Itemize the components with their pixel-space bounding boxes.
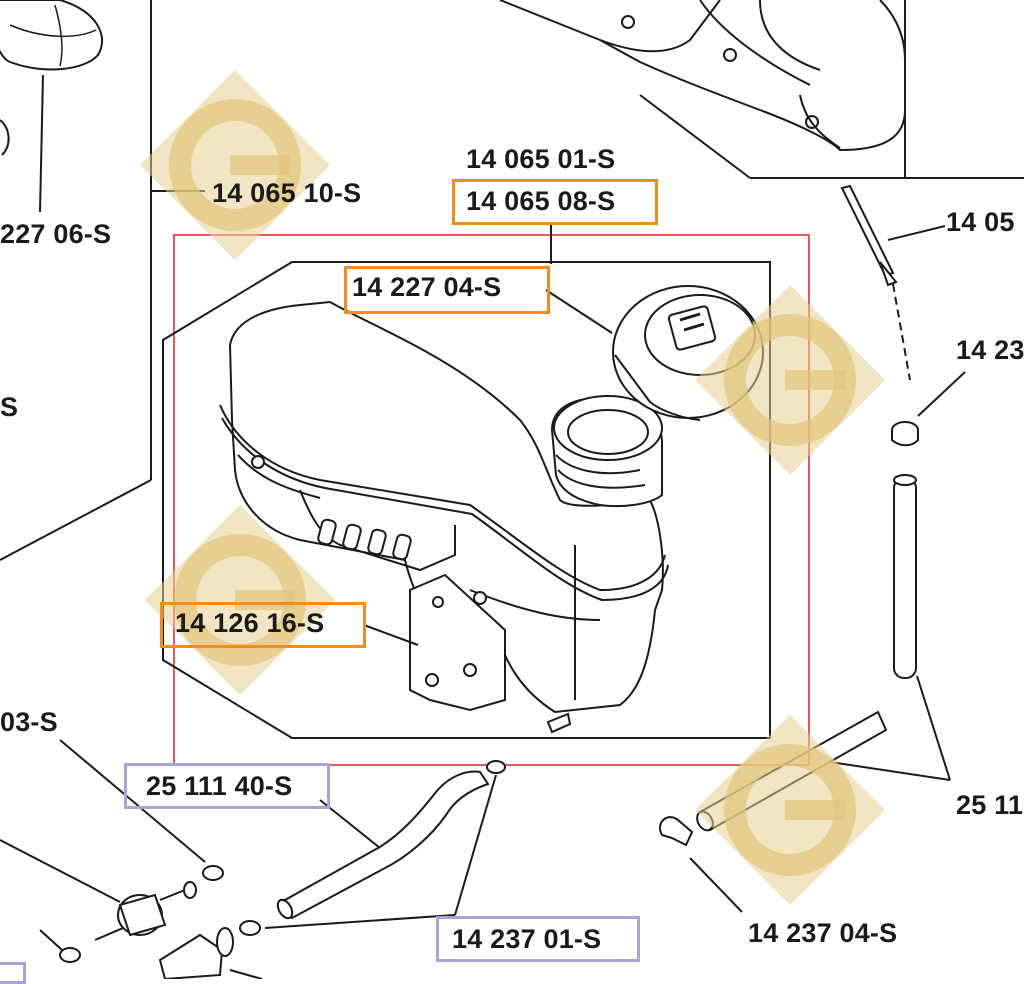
highlight-box-14227-04 <box>344 266 550 314</box>
assembly-frame <box>162 261 771 739</box>
watermark-logo <box>140 70 330 260</box>
part-label-14065-01[interactable]: 14 065 01-S <box>466 144 616 174</box>
highlight-box-14237-01 <box>436 916 640 962</box>
highlight-box-14065-08 <box>452 179 658 225</box>
fuel-pump <box>158 927 234 979</box>
engine-block-fragment <box>499 0 1024 179</box>
highlight-box-25111-40 <box>124 763 330 809</box>
part-label-14-23-cut[interactable]: 14 23 <box>956 335 1024 365</box>
part-label-14065-10[interactable]: 14 065 10-S <box>212 178 362 208</box>
part-label-14237-04[interactable]: 14 237 04-S <box>748 918 898 948</box>
part-label-14065-08[interactable]: 14 065 08-S <box>466 186 616 216</box>
part-label-14126-16[interactable]: 14 126 16-S <box>175 608 325 638</box>
part-label-s-cut[interactable]: S <box>0 392 19 422</box>
leader-lines <box>0 289 613 979</box>
fuel-hose-vertical <box>893 474 951 781</box>
small-clamps-left <box>59 865 261 963</box>
part-label-25-11-cut[interactable]: 25 11 <box>956 790 1024 820</box>
hose-clamp-right-upper <box>891 371 966 447</box>
part-label-14-05-cut[interactable]: 14 05 <box>946 207 1015 237</box>
part-label-25111-40[interactable]: 25 111 40-S <box>146 771 293 801</box>
part-label-14237-01[interactable]: 14 237 01-S <box>452 924 602 954</box>
highlight-box-partial-bottom-left <box>0 962 26 984</box>
part-label-14227-06[interactable]: 227 06-S <box>0 219 112 249</box>
fuel-filter <box>94 881 197 941</box>
fuel-cap-top-left-fragment <box>0 0 104 156</box>
highlight-box-14126-16 <box>160 602 366 648</box>
part-label-03-cut[interactable]: 03-S <box>0 707 58 737</box>
hose-clamp-right-lower <box>659 816 743 913</box>
hose-clamp-top <box>454 760 506 916</box>
fuel-hose-lower <box>276 770 490 920</box>
dipstick <box>840 184 946 381</box>
part-label-14227-04[interactable]: 14 227 04-S <box>352 272 502 302</box>
fuel-tank <box>219 300 669 734</box>
